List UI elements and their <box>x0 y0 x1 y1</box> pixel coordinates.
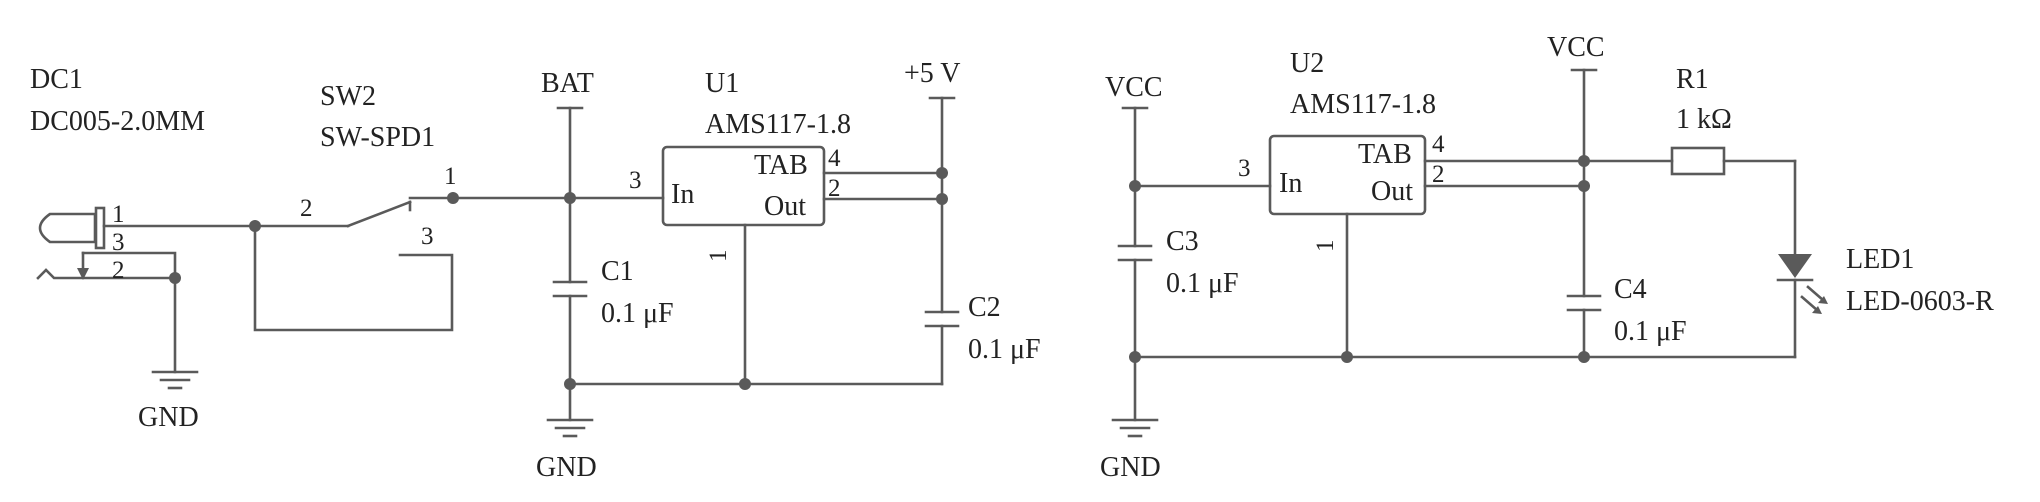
u1-wiring <box>743 96 960 386</box>
c4-value: 0.1 μF <box>1614 316 1687 347</box>
u2-value: AMS117-1.8 <box>1290 89 1436 120</box>
c1-ref: C1 <box>601 256 634 287</box>
u2-pin-gnd-number: 1 <box>1312 240 1339 253</box>
r1-value: 1 kΩ <box>1676 104 1732 135</box>
dc1-pin2: 2 <box>112 257 125 284</box>
bat-net-wiring <box>451 106 944 422</box>
u2-out-pin-label: Out <box>1371 176 1413 207</box>
sw2-ref: SW2 <box>320 81 376 112</box>
gnd-label-3: GND <box>1100 452 1161 483</box>
sw2-pin2: 2 <box>300 195 313 222</box>
gnd-label-2: GND <box>536 452 597 483</box>
u2-pin-in-number: 3 <box>1238 155 1251 182</box>
sw2-value: SW-SPD1 <box>320 122 435 153</box>
gnd-symbol-1 <box>151 370 199 390</box>
dc1-jack-symbol <box>36 206 257 374</box>
u2-ref: U2 <box>1290 48 1324 79</box>
vcc-c3-wiring <box>1117 106 1797 422</box>
led1-value: LED-0603-R <box>1846 286 1994 317</box>
gnd-symbol-3 <box>1111 418 1159 438</box>
dc1-pin3: 3 <box>112 229 125 256</box>
dc1-pin1: 1 <box>112 201 125 228</box>
u2-pin-tab-number: 4 <box>1432 131 1445 158</box>
u1-in-pin-label: In <box>671 179 694 210</box>
sw2-switch-symbol <box>253 196 455 332</box>
vcc-left-net-label: VCC <box>1105 72 1163 103</box>
u1-value: AMS117-1.8 <box>705 109 851 140</box>
c3-value: 0.1 μF <box>1166 268 1239 299</box>
r1-ref: R1 <box>1676 64 1709 95</box>
r1-resistor-body <box>1670 146 1726 176</box>
led1-ref: LED1 <box>1846 244 1914 275</box>
gnd-label-1: GND <box>138 402 199 433</box>
dc1-value: DC005-2.0MM <box>30 106 205 137</box>
u2-tab-pin-label: TAB <box>1358 139 1412 170</box>
c4-ref: C4 <box>1614 274 1647 305</box>
sw2-pin1: 1 <box>444 163 457 190</box>
sw2-pin3: 3 <box>421 223 434 250</box>
u1-pin-in-number: 3 <box>629 167 642 194</box>
u1-pin-tab-number: 4 <box>828 145 841 172</box>
vcc-right-net-label: VCC <box>1547 32 1605 63</box>
u1-ref: U1 <box>705 68 739 99</box>
u1-regulator-body <box>661 145 826 227</box>
c3-ref: C3 <box>1166 226 1199 257</box>
u2-in-pin-label: In <box>1279 168 1302 199</box>
plus5v-net-label: +5 V <box>904 58 961 89</box>
c2-value: 0.1 μF <box>968 334 1041 365</box>
u2-pin-out-number: 2 <box>1432 161 1445 188</box>
c2-ref: C2 <box>968 292 1001 323</box>
u1-pin-gnd-number: 1 <box>705 250 732 263</box>
u1-out-pin-label: Out <box>764 191 806 222</box>
led1-symbol <box>1722 159 1828 359</box>
gnd-symbol-2 <box>546 418 594 438</box>
u1-tab-pin-label: TAB <box>754 150 808 181</box>
u1-pin-out-number: 2 <box>828 175 841 202</box>
dc1-ref: DC1 <box>30 64 83 95</box>
bat-net-label: BAT <box>541 68 594 99</box>
c1-value: 0.1 μF <box>601 298 674 329</box>
